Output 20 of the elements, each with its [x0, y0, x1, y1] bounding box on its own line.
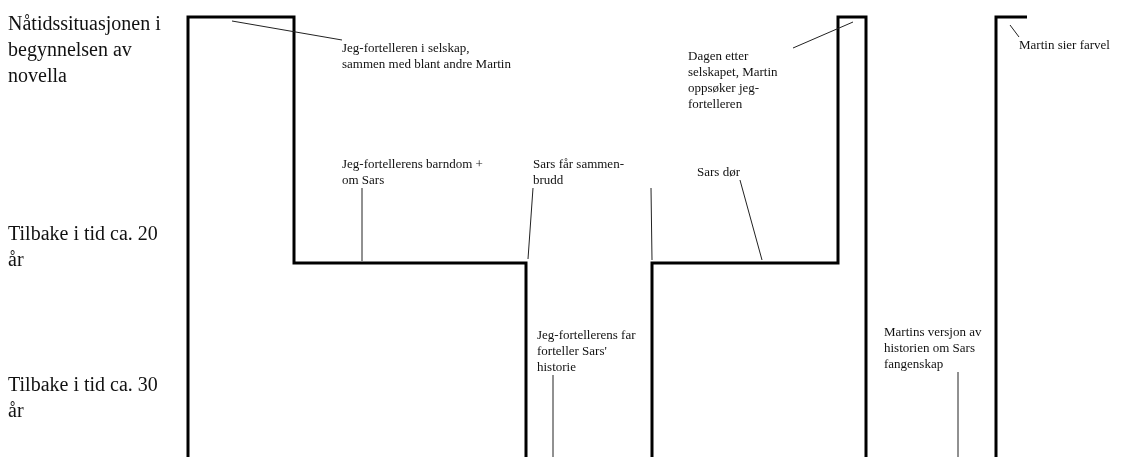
leader-line: [361, 187, 363, 262]
annotation-text: Sars får sammen-brudd: [533, 156, 651, 188]
leader-line: [650, 187, 653, 261]
annotation-text: Jeg-fortellerens far forteller Sars' historie: [537, 327, 647, 375]
leader-line: [739, 179, 763, 261]
time-period-label: Tilbake i tid ca. 20 år: [8, 221, 158, 272]
leader-line: [957, 371, 959, 457]
annotation-text: Sars dør: [697, 164, 740, 180]
annotation-text: Martin sier farvel: [1019, 37, 1110, 53]
time-period-label: Tilbake i tid ca. 30 år: [8, 372, 158, 423]
leader-line: [552, 374, 554, 457]
leader-line: [792, 21, 854, 49]
annotation-text: Jeg-fortelleren i selskap, sammen med blant andre Martin: [342, 40, 512, 72]
leader-line: [527, 187, 534, 260]
annotation-text: Jeg-fortellerens barndom + om Sars: [342, 156, 492, 188]
time-period-label: Nåtidssituasjonen i begynnelsen av novella: [8, 11, 162, 88]
annotation-text: Dagen etter selskapet, Martin oppsøker jeg-fortelleren: [688, 48, 793, 112]
leader-line: [1009, 24, 1020, 38]
annotation-text: Martins versjon av historien om Sars fangenskap: [884, 324, 1004, 372]
leader-line: [231, 20, 343, 41]
